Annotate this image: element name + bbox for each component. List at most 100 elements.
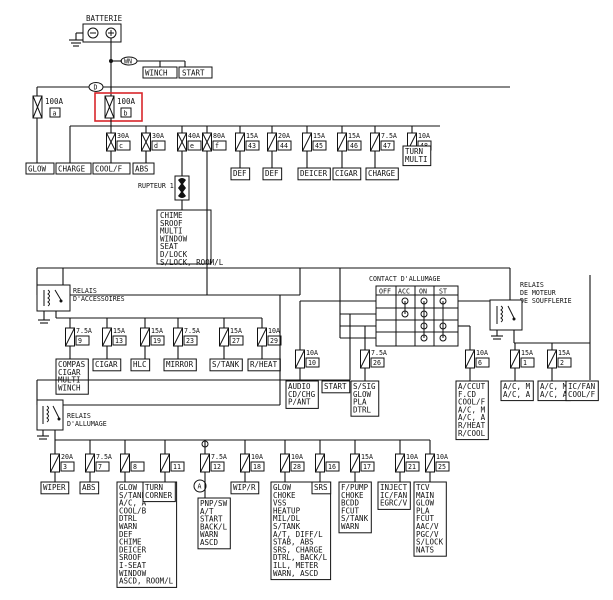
sw-fuse-10-amp: 10A bbox=[306, 349, 318, 357]
ign-fuse-21-amp: 10A bbox=[406, 453, 418, 461]
blower-fuse-2-code: 2 bbox=[560, 359, 564, 367]
ign-load-18: WIP/R bbox=[233, 483, 256, 492]
fuse-44-amp: 20A bbox=[278, 132, 290, 140]
fusible-link-d-code: d bbox=[154, 142, 158, 150]
svg-text:ACC: ACC bbox=[398, 288, 410, 296]
svg-text:100A: 100A bbox=[117, 97, 136, 106]
top-fuses: 15A43DEF20A44DEF15A45DEICER15A46CIGAR7.5… bbox=[230, 125, 440, 181]
acc-fuse-13-code: 13 bbox=[115, 337, 123, 345]
ign-fuse-3-amp: 20A bbox=[61, 453, 73, 461]
load-glow: GLOW bbox=[28, 165, 47, 174]
fusible-link-f-amp: 80A bbox=[213, 132, 225, 140]
battery-label: BATTERIE bbox=[86, 14, 123, 23]
fusible-link-d: 30A d bbox=[141, 132, 166, 152]
sw-fuse-26-code: 26 bbox=[373, 359, 381, 367]
svg-text:b: b bbox=[124, 110, 128, 118]
fuse-46-code: 46 bbox=[350, 142, 358, 150]
acc-load-23: MIRROR bbox=[166, 360, 194, 369]
sw-fuse-10-code: 10 bbox=[308, 359, 316, 367]
ign-fuse-11-code: 11 bbox=[173, 463, 181, 471]
fuse-43-amp: 15A bbox=[246, 132, 258, 140]
svg-text:ST: ST bbox=[439, 288, 447, 296]
blower-fuse-1-code: 1 bbox=[523, 359, 527, 367]
ign-fuse-7-code: 7 bbox=[98, 463, 102, 471]
ign-fuse-7-amp: 7.5A bbox=[96, 453, 112, 461]
ign-fuse-21-code: 21 bbox=[408, 463, 416, 471]
battery: BATTERIE bbox=[69, 14, 123, 50]
acc-fuse-27-amp: 15A bbox=[230, 327, 242, 335]
acc-fuse-19-amp: 15A bbox=[151, 327, 163, 335]
acc-load-13: CIGAR bbox=[95, 360, 118, 369]
acc-load-19: HLC bbox=[133, 360, 147, 369]
svg-text:ON: ON bbox=[419, 288, 427, 296]
winch-label: WINCH bbox=[145, 69, 168, 78]
main-fuse-a: 100A a bbox=[32, 95, 64, 119]
ign-load-7: ABS bbox=[82, 483, 96, 492]
sw-fuse-6-code: 6 bbox=[478, 359, 482, 367]
fuse-47-code: 47 bbox=[383, 142, 391, 150]
ign-fuse-12-amp: 7.5A bbox=[211, 453, 227, 461]
sw-fuse-26-amp: 7.5A bbox=[371, 349, 387, 357]
svg-text:a: a bbox=[53, 110, 57, 118]
rupteur-label: RUPTEUR 1 bbox=[138, 182, 174, 190]
fuse-47: 7.5A 47 bbox=[370, 132, 397, 152]
d-connector: D bbox=[94, 84, 98, 92]
load-47: CHARGE bbox=[368, 169, 396, 178]
ign-fuse-18-amp: 10A bbox=[251, 453, 263, 461]
ign-fuse-12-code: 12 bbox=[213, 463, 221, 471]
fusible-link-e-amp: 40A bbox=[188, 132, 200, 140]
fusible-link-c-amp: 30A bbox=[117, 132, 129, 140]
load-43: DEF bbox=[233, 169, 247, 178]
ign-fuse-16: 16 bbox=[315, 453, 340, 473]
fusible-link-d-amp: 30A bbox=[152, 132, 164, 140]
ign-fuse-16-code: 16 bbox=[328, 463, 336, 471]
start-label: START bbox=[182, 69, 205, 78]
svg-text:100A: 100A bbox=[45, 97, 64, 106]
svg-text:OFF: OFF bbox=[379, 288, 391, 296]
fuse-46-amp: 15A bbox=[348, 132, 360, 140]
load-44: DEF bbox=[265, 169, 279, 178]
ign-load-3: WIPER bbox=[43, 483, 66, 492]
acc-fuse-19-code: 19 bbox=[153, 337, 161, 345]
fuse-47-amp: 7.5A bbox=[381, 132, 397, 140]
ign-fuse-7: 7.5A 7 bbox=[85, 453, 112, 473]
fusible-link-f-code: f bbox=[215, 142, 219, 150]
acc-fuse-9: 7.5A9 bbox=[65, 327, 92, 347]
load-cool-f: COOL/F bbox=[95, 165, 123, 174]
fuse-45-code: 45 bbox=[315, 142, 323, 150]
acc-load-29: R/HEAT bbox=[250, 360, 278, 369]
ign-fuse-25-code: 25 bbox=[438, 463, 446, 471]
ign-fuse-3-code: 3 bbox=[63, 463, 67, 471]
fuse-48-amp: 10A bbox=[418, 132, 430, 140]
ign-fuse-18-code: 18 bbox=[253, 463, 261, 471]
